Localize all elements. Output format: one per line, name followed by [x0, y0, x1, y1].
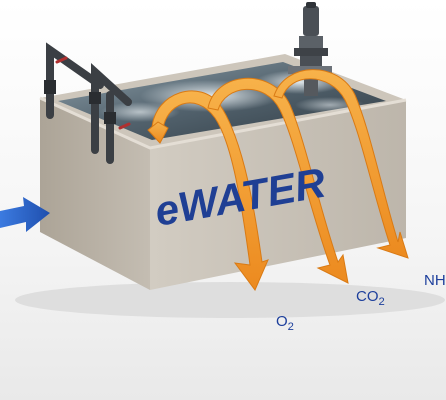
- pipe-valve-icon: [44, 42, 132, 164]
- inflow-arrow-icon: [0, 197, 50, 232]
- ammonia-label: NH: [424, 272, 446, 289]
- oxygen-label: O2: [276, 313, 294, 333]
- tank-rim-edge: [39, 96, 407, 150]
- carbon-dioxide-label: CO2: [356, 288, 385, 308]
- tank-left-wall: [40, 98, 150, 290]
- floor-shadow: [15, 282, 445, 318]
- tank-front-wall: [150, 100, 406, 290]
- aeration-arrow-icon: [147, 69, 409, 291]
